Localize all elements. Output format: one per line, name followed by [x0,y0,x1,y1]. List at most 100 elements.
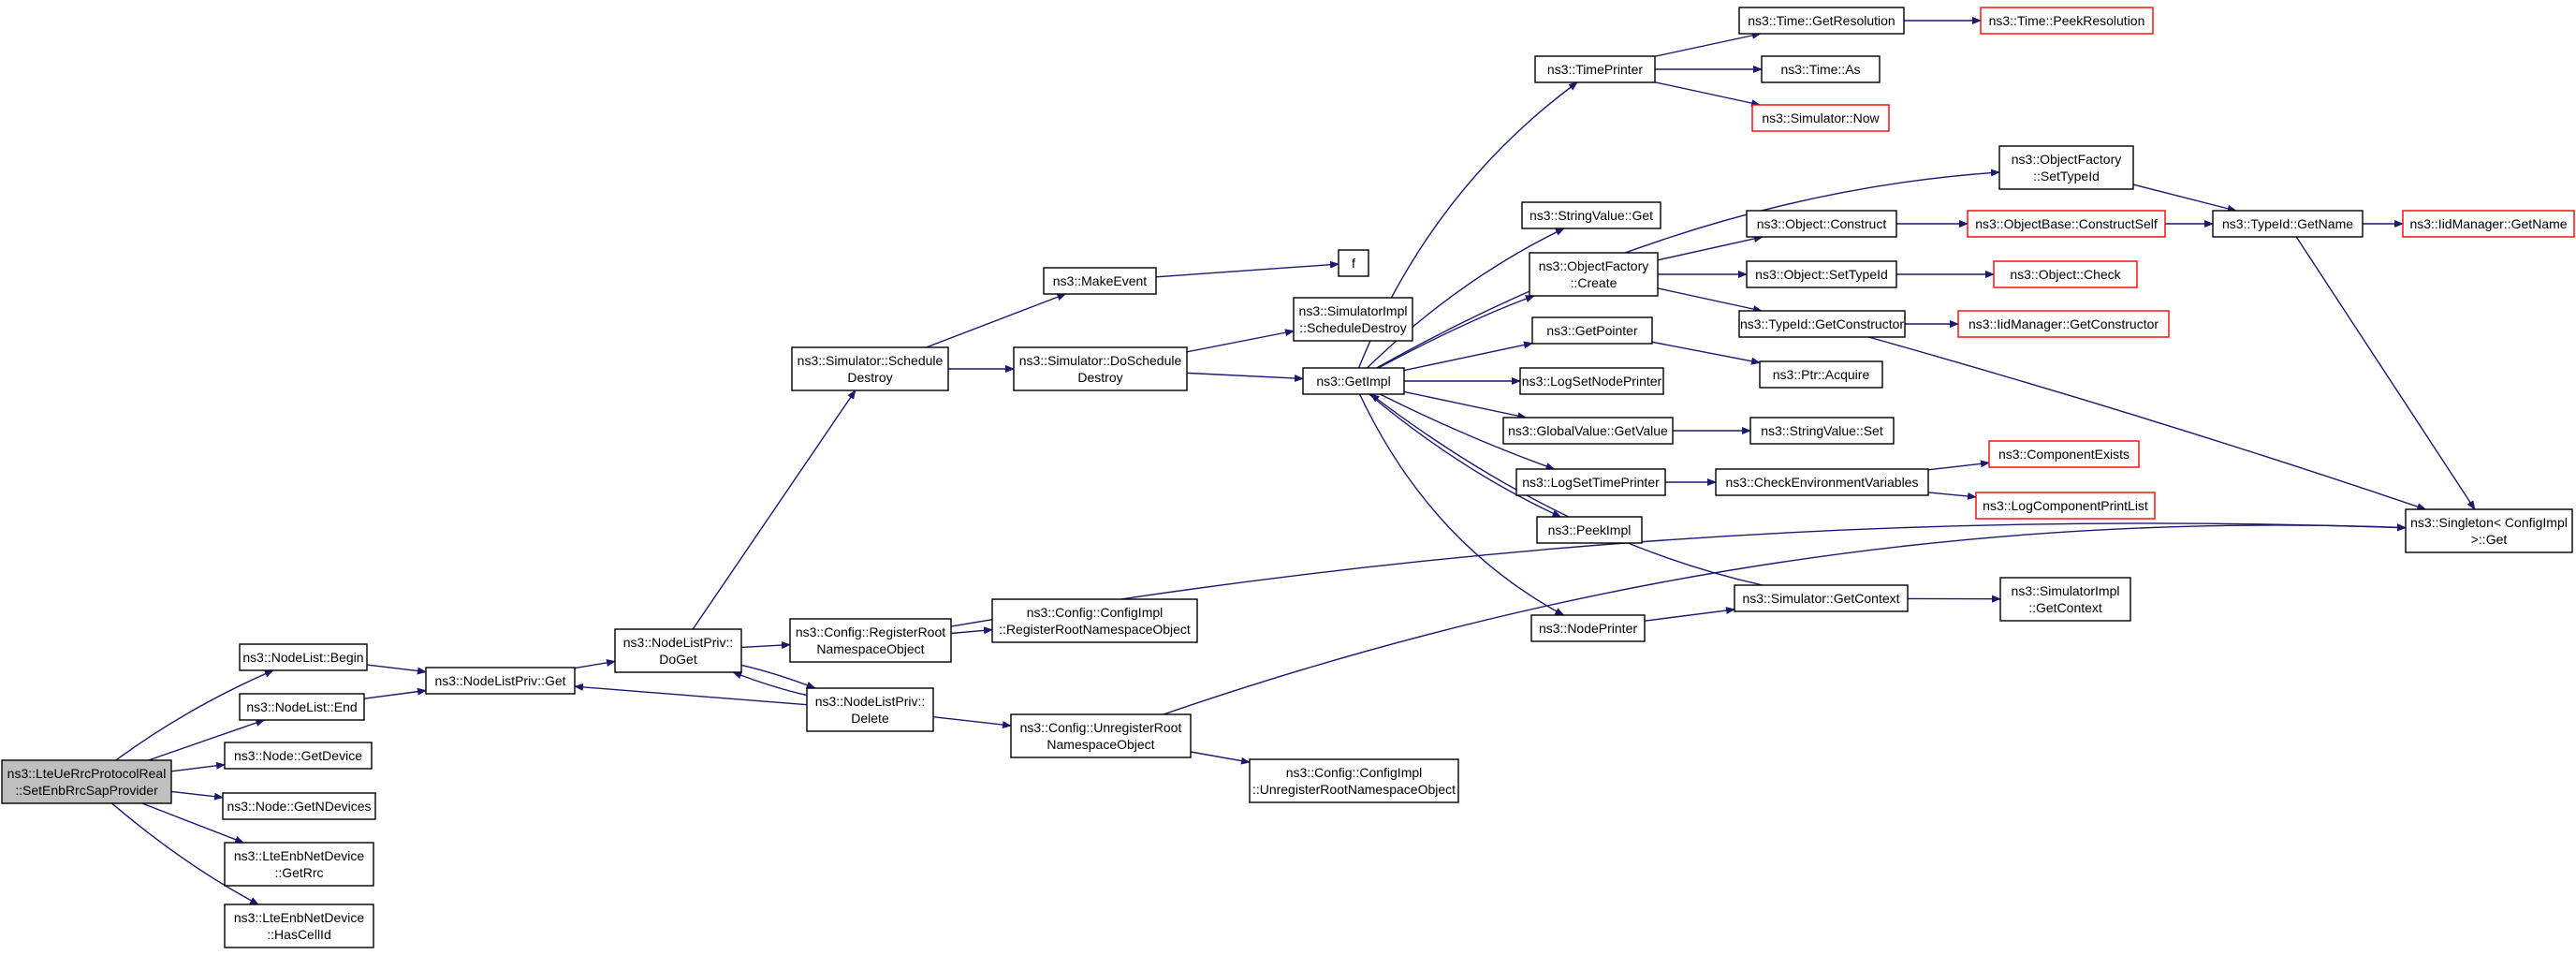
node-simimpl-scheduledestroy[interactable]: ns3::SimulatorImpl::ScheduleDestroy [1293,297,1413,342]
node-object-construct[interactable]: ns3::Object::Construct [1746,210,1897,238]
node-logcomponentprintlist[interactable]: ns3::LogComponentPrintList [1975,492,2156,520]
node-box[interactable] [1734,584,1909,612]
node-box[interactable] [2402,210,2575,238]
node-box[interactable] [1738,310,1906,338]
node-logsettimeprinter[interactable]: ns3::LogSetTimePrinter [1515,468,1666,496]
node-checkenvvars[interactable]: ns3::CheckEnvironmentVariables [1715,468,1929,496]
node-peekimpl[interactable]: ns3::PeekImpl [1536,516,1643,544]
node-box[interactable] [806,687,934,732]
node-config-registerroot[interactable]: ns3::Config::RegisterRootNamespaceObject [789,618,952,663]
node-box[interactable] [1957,310,2170,338]
node-object-settypeid[interactable]: ns3::Object::SetTypeId [1746,260,1897,288]
node-box[interactable] [1534,55,1656,83]
node-box[interactable] [1975,492,2156,520]
node-box[interactable] [239,643,368,671]
node-componentexists[interactable]: ns3::ComponentExists [1988,440,2140,468]
node-nodelistpriv-delete[interactable]: ns3::NodeListPriv::Delete [806,687,934,732]
node-stringvalue-set[interactable]: ns3::StringValue::Set [1749,417,1895,445]
node-timeprinter[interactable]: ns3::TimePrinter [1534,55,1656,83]
node-getimpl[interactable]: ns3::GetImpl [1302,367,1405,395]
node-box[interactable] [1759,360,1883,389]
node-box[interactable] [224,742,373,770]
node-box[interactable] [1515,468,1666,496]
node-sim-scheduledestroy[interactable]: ns3::Simulator::ScheduleDestroy [791,346,949,391]
node-box[interactable] [1746,210,1897,238]
node-box[interactable] [2405,508,2573,553]
node-box[interactable] [1013,346,1188,391]
node-box[interactable] [1502,417,1674,445]
node-box[interactable] [1293,297,1413,342]
node-singleton-get[interactable]: ns3::Singleton< ConfigImpl >::Get [2405,508,2573,553]
node-box[interactable] [425,667,576,695]
node-nodeprinter[interactable]: ns3::NodePrinter [1530,614,1646,642]
node-typeid-getname[interactable]: ns3::TypeId::GetName [2212,210,2364,238]
node-simulator-now[interactable]: ns3::Simulator::Now [1751,104,1890,132]
node-nodelistpriv-get[interactable]: ns3::NodeListPriv::Get [425,667,576,695]
node-f[interactable]: f [1338,249,1369,277]
node-getpointer[interactable]: ns3::GetPointer [1531,316,1653,345]
node-box[interactable] [224,904,374,948]
node-objectfactory-create[interactable]: ns3::ObjectFactory::Create [1529,252,1659,297]
node-enb-hascellid[interactable]: ns3::LteEnbNetDevice::HasCellId [224,904,374,948]
node-box[interactable] [791,346,949,391]
node-ptr-acquire[interactable]: ns3::Ptr::Acquire [1759,360,1883,389]
node-simulator-getcontext[interactable]: ns3::Simulator::GetContext [1734,584,1909,612]
node-box[interactable] [1998,145,2134,190]
node-object-check[interactable]: ns3::Object::Check [1993,260,2138,288]
node-root[interactable]: ns3::LteUeRrcProtocolReal::SetEnbRrcSapP… [1,759,172,804]
node-iidmanager-getconstructor[interactable]: ns3::IidManager::GetConstructor [1957,310,2170,338]
node-box[interactable] [1967,210,2166,238]
node-objectfactory-settypeid[interactable]: ns3::ObjectFactory::SetTypeId [1998,145,2134,190]
node-box[interactable] [1519,367,1664,395]
node-box[interactable] [1993,260,2138,288]
node-box[interactable] [239,693,365,721]
node-nodelistpriv-doget[interactable]: ns3::NodeListPriv::DoGet [614,628,742,673]
node-box[interactable] [1746,260,1897,288]
node-box[interactable] [1249,758,1459,803]
node-box[interactable] [1043,267,1157,295]
node-box[interactable] [1,759,172,804]
node-box[interactable] [1761,55,1881,83]
node-box[interactable] [1302,367,1405,395]
node-box[interactable] [1988,440,2140,468]
node-stringvalue-get[interactable]: ns3::StringValue::Get [1521,201,1661,229]
node-box[interactable] [222,792,376,820]
node-logsetnodeprinter[interactable]: ns3::LogSetNodePrinter [1519,367,1664,395]
node-box[interactable] [2212,210,2364,238]
node-node-getndevices[interactable]: ns3::Node::GetNDevices [222,792,376,820]
node-box[interactable] [1715,468,1929,496]
node-configimpl-unregister[interactable]: ns3::Config::ConfigImpl::UnregisterRootN… [1249,758,1459,803]
node-makeevent[interactable]: ns3::MakeEvent [1043,267,1157,295]
node-simimpl-getcontext[interactable]: ns3::SimulatorImpl::GetContext [1999,577,2131,622]
node-globalvalue-getvalue[interactable]: ns3::GlobalValue::GetValue [1502,417,1674,445]
node-nodelist-begin[interactable]: ns3::NodeList::Begin [239,643,368,671]
node-time-peekresolution[interactable]: ns3::Time::PeekResolution [1980,7,2154,35]
node-configimpl-register[interactable]: ns3::Config::ConfigImpl::RegisterRootNam… [991,598,1198,643]
node-iidmanager-getname[interactable]: ns3::IidManager::GetName [2402,210,2575,238]
node-nodelist-end[interactable]: ns3::NodeList::End [239,693,365,721]
node-box[interactable] [1738,7,1905,35]
node-node-getdevice[interactable]: ns3::Node::GetDevice [224,742,373,770]
node-box[interactable] [614,628,742,673]
node-box[interactable] [1749,417,1895,445]
node-box[interactable] [224,842,374,887]
node-box[interactable] [1521,201,1661,229]
node-box[interactable] [1751,104,1890,132]
node-box[interactable] [1530,614,1646,642]
node-box[interactable] [1010,713,1192,758]
node-enb-getrrc[interactable]: ns3::LteEnbNetDevice::GetRrc [224,842,374,887]
node-box[interactable] [1531,316,1653,345]
node-config-unregisterroot[interactable]: ns3::Config::UnregisterRootNamespaceObje… [1010,713,1192,758]
node-box[interactable] [991,598,1198,643]
node-box[interactable] [1536,516,1643,544]
node-box[interactable] [1529,252,1659,297]
node-box[interactable] [1999,577,2131,622]
node-time-getresolution[interactable]: ns3::Time::GetResolution [1738,7,1905,35]
node-time-as[interactable]: ns3::Time::As [1761,55,1881,83]
node-objectbase-constructself[interactable]: ns3::ObjectBase::ConstructSelf [1967,210,2166,238]
node-box[interactable] [1338,249,1369,277]
node-box[interactable] [789,618,952,663]
node-box[interactable] [1980,7,2154,35]
node-typeid-getconstructor[interactable]: ns3::TypeId::GetConstructor [1738,310,1906,338]
